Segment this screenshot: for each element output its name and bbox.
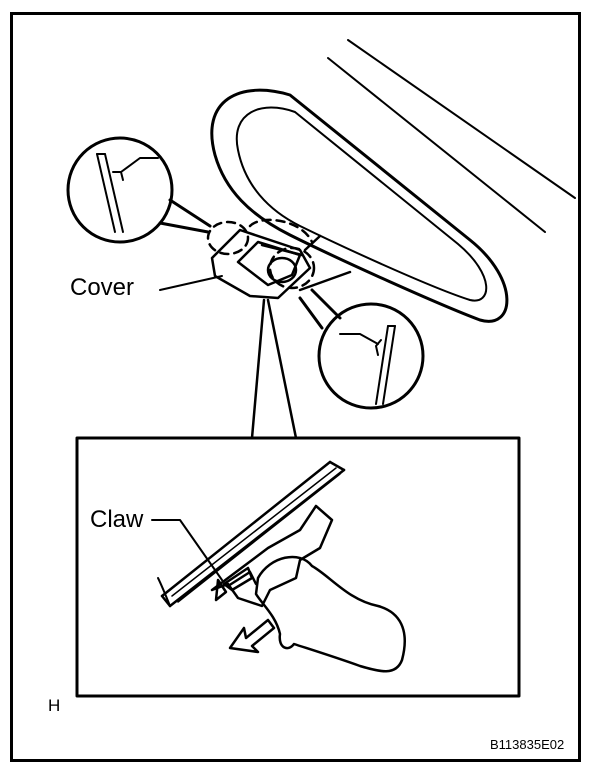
detail-circle-upper [66, 136, 212, 244]
cover-leader-line [159, 275, 223, 291]
mirror-stay-cover [210, 228, 352, 300]
view-funnel [250, 298, 298, 440]
cover-label: Cover [70, 274, 135, 301]
figure-code: B113835E02 [490, 737, 565, 752]
mirror-body [210, 88, 509, 323]
enlarged-view-content [157, 460, 406, 673]
claw-leader-line [151, 519, 223, 581]
enlarged-view-frame [75, 436, 521, 698]
view-marker-label: H [48, 696, 61, 715]
dashed-detail-circles [206, 218, 316, 290]
windshield-lines [327, 39, 576, 233]
detail-circle-lower [298, 288, 425, 410]
arrow-down-left-icon [228, 618, 276, 654]
claw-label: Claw [90, 506, 144, 533]
